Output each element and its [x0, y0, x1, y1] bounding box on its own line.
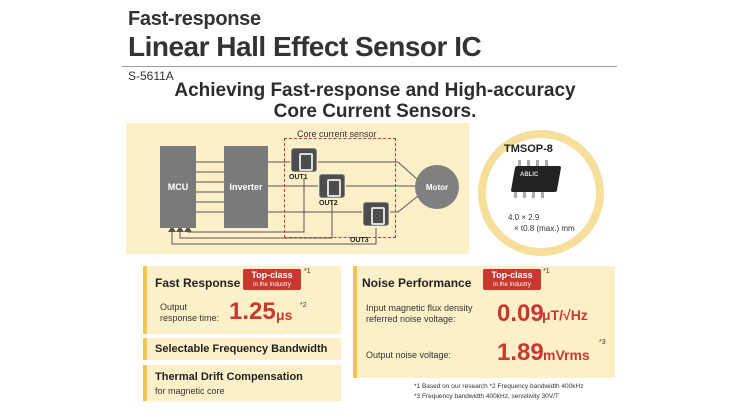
sensor-2-icon — [319, 174, 345, 198]
out1-label: OUT1 — [289, 174, 308, 181]
flux-noise-label: Input magnetic flux density referred noi… — [366, 303, 473, 325]
core-sensor-label: Core current sensor — [297, 129, 377, 139]
chip-pin — [541, 192, 544, 198]
flux-noise-unit: μT/√Hz — [542, 307, 588, 323]
footnote-ref: *2 — [300, 302, 307, 309]
chip-pin — [532, 192, 535, 198]
page-title: Linear Hall Effect Sensor IC — [128, 31, 482, 62]
core-sensor-frame — [284, 138, 396, 238]
chip-icon — [510, 166, 562, 192]
noise-title: Noise Performance — [362, 276, 472, 290]
output-response-label: Output response time: — [160, 302, 219, 324]
mcu-block: MCU — [160, 146, 196, 228]
bandwidth-feature-label: Selectable Frequency Bandwidth — [155, 343, 328, 355]
chip-pin — [545, 160, 548, 166]
out2-label: OUT2 — [319, 200, 338, 207]
headline-line-1: Achieving Fast-response and High-accurac… — [174, 80, 576, 101]
badge-subtext: in the Industry — [493, 282, 531, 288]
flux-noise-value: 0.09 — [497, 300, 544, 327]
footnote-line-1: *1 Based on our research *2 Frequency ba… — [414, 383, 584, 390]
chip-brand-logo: ABLIC — [520, 172, 539, 178]
output-noise-label: Output noise voltage: — [366, 350, 452, 360]
label-line: response time: — [160, 313, 220, 323]
badge-subtext: in the Industry — [253, 282, 291, 288]
chip-pin — [527, 160, 530, 166]
drift-feature-subtitle: for magnetic core — [155, 386, 225, 396]
noise-topclass-badge: Top-class in the Industry — [483, 269, 541, 290]
chip-pin — [514, 192, 517, 198]
footnote-ref: *1 — [543, 268, 550, 275]
label-line: referred noise voltage: — [366, 314, 456, 324]
badge-text: Top-class — [251, 270, 293, 280]
badge-text: Top-class — [491, 270, 533, 280]
headline: Achieving Fast-response and High-accurac… — [120, 80, 630, 122]
package-dimensions-2: × t0.8 (max.) mm — [514, 224, 575, 233]
package-name: TMSOP-8 — [504, 143, 553, 155]
label-line: Output — [160, 302, 188, 312]
sensor-1-icon — [291, 148, 317, 172]
title-divider — [122, 66, 617, 67]
chip-pin — [518, 160, 521, 166]
fast-response-panel — [143, 266, 341, 334]
model-number: S-5611A — [128, 69, 174, 83]
label-line: Input magnetic flux density — [366, 303, 473, 313]
out3-label: OUT3 — [350, 237, 369, 244]
chip-pin — [523, 192, 526, 198]
footnote-line-2: *3 Frequency bandwidth 400kHz, sensitivi… — [414, 393, 559, 400]
sensor-3-icon — [363, 202, 389, 226]
footnote-ref: *3 — [599, 339, 606, 346]
fast-response-title: Fast Response — [155, 276, 241, 290]
drift-feature-title: Thermal Drift Compensation — [155, 371, 303, 383]
fast-topclass-badge: Top-class in the Industry — [243, 269, 301, 290]
output-noise-unit: mVrms — [543, 347, 590, 363]
package-dimensions-1: 4.0 × 2.9 — [508, 213, 540, 222]
output-noise-value: 1.89 — [497, 339, 544, 366]
headline-line-2: Core Current Sensors. — [273, 101, 477, 122]
chip-pin — [536, 160, 539, 166]
response-time-value: 1.25 — [229, 298, 276, 325]
response-time-unit: μs — [276, 307, 293, 323]
bandwidth-feature — [143, 338, 341, 360]
motor-block: Motor — [415, 165, 459, 209]
footnote-ref: *1 — [304, 268, 311, 275]
title-small: Fast-response — [128, 8, 261, 30]
inverter-block: Inverter — [224, 146, 268, 228]
drift-feature — [143, 365, 341, 401]
